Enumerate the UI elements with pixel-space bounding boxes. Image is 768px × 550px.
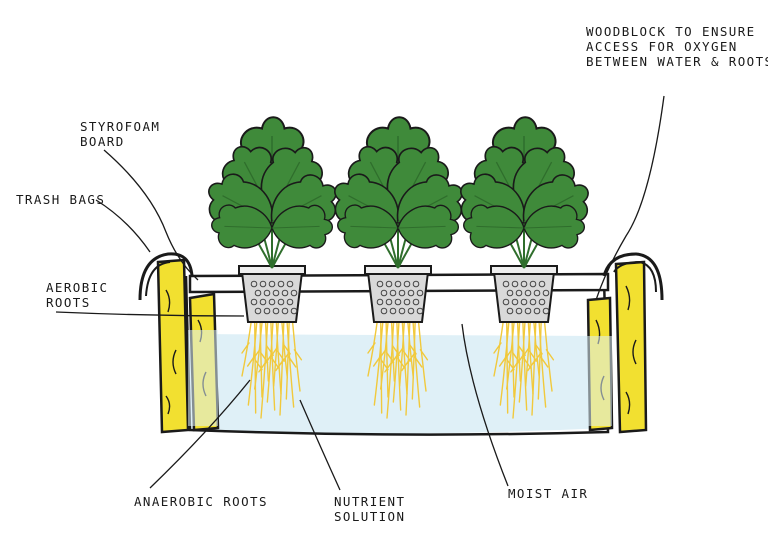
label-moist-air: MOIST AIR: [508, 486, 588, 501]
label-woodblock-line-1: WOODBLOCK TO ENSURE: [586, 24, 768, 39]
label-styrofoam-line-2: BOARD: [80, 134, 160, 149]
leader-trash-bags: [96, 200, 150, 252]
label-anaerobic-line-1: ANAEROBIC ROOTS: [134, 494, 268, 509]
label-woodblock-line-2: ACCESS FOR OXYGEN: [586, 39, 768, 54]
label-anaerobic-roots: ANAEROBIC ROOTS: [134, 494, 268, 509]
label-styrofoam-line-1: STYROFOAM: [80, 119, 160, 134]
label-styrofoam-board: STYROFOAM BOARD: [80, 119, 160, 149]
label-nutrient-line-2: SOLUTION: [334, 509, 405, 524]
label-trash-bags-line-1: TRASH BAGS: [16, 192, 105, 207]
plant-right-net-pot: [491, 266, 557, 322]
plant-middle-net-pot: [365, 266, 431, 322]
plant-right-leaves: [450, 117, 599, 249]
label-nutrient-solution: NUTRIENT SOLUTION: [334, 494, 405, 524]
label-aerobic-roots: AEROBIC ROOTS: [46, 280, 108, 310]
plant-left-net-pot: [239, 266, 305, 322]
label-nutrient-line-1: NUTRIENT: [334, 494, 405, 509]
label-aerobic-line-2: ROOTS: [46, 295, 108, 310]
plant-middle-leaves: [324, 117, 473, 249]
label-moist-air-line-1: MOIST AIR: [508, 486, 588, 501]
label-woodblock: WOODBLOCK TO ENSURE ACCESS FOR OXYGEN BE…: [586, 24, 768, 69]
label-woodblock-line-3: BETWEEN WATER & ROOTS: [586, 54, 768, 69]
label-aerobic-line-1: AEROBIC: [46, 280, 108, 295]
plant-left-leaves: [198, 117, 347, 249]
label-trash-bags: TRASH BAGS: [16, 192, 105, 207]
